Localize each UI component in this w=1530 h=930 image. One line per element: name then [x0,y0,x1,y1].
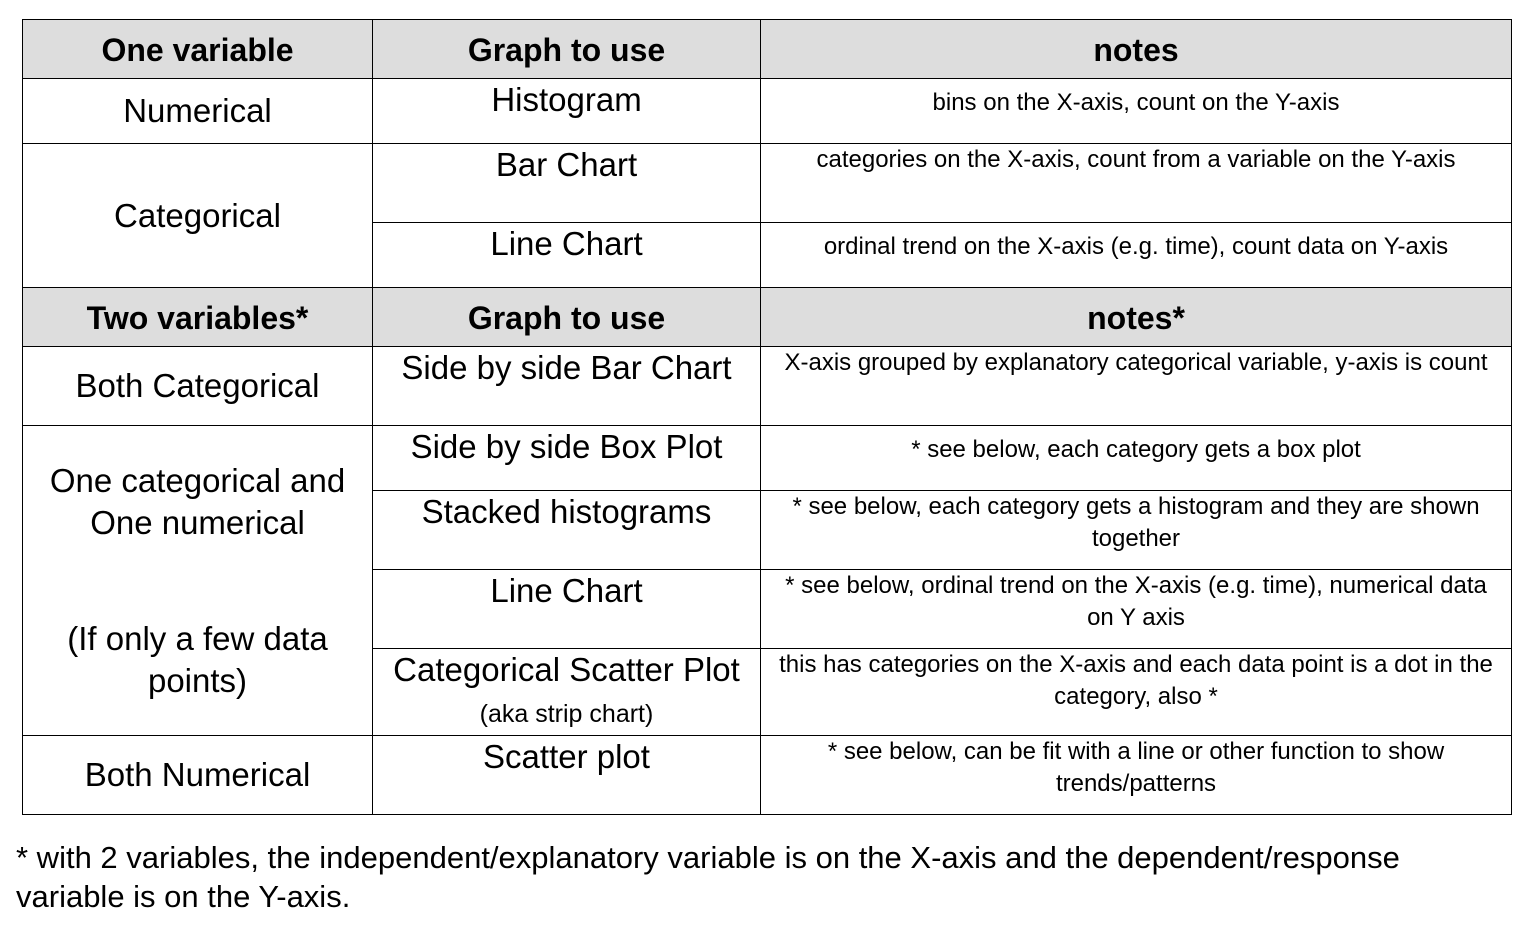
graph-name-mixed-line-chart: Line Chart [372,569,761,649]
notes-bar-chart: categories on the X-axis, count from a v… [760,143,1512,223]
header-cell-variable: One variable [22,19,373,79]
table-row-categorical-bar: Categorical Bar Chart categories on the … [22,143,1512,288]
graph-name-strip-chart: Categorical Scatter Plot (aka strip char… [372,648,761,736]
header-cell-variables: Two variables* [22,287,373,347]
mixed-label-spacer [31,544,364,618]
strip-chart-aside: (aka strip chart) [479,700,654,728]
table-row-strip-chart: Categorical Scatter Plot (aka strip char… [23,648,1512,736]
header-cell-graph-two: Graph to use [372,287,761,347]
notes-strip-chart: this has categories on the X-axis and ea… [760,648,1512,736]
variable-label-both-numerical: Both Numerical [22,735,373,815]
notes-box-plot: * see below, each category gets a box pl… [760,425,1512,491]
mixed-label-sub: (If only a few data points) [67,619,328,699]
graph-name-histogram: Histogram [372,78,761,144]
graph-name-box-plot: Side by side Box Plot [372,425,761,491]
variable-label-mixed: One categorical and One numerical (If on… [22,425,373,736]
header-cell-notes: notes [760,19,1512,79]
table-row-mixed-line-chart: Line Chart * see below, ordinal trend on… [23,569,1512,649]
header-cell-graph: Graph to use [372,19,761,79]
graph-name-scatter-plot: Scatter plot [372,735,761,815]
table-row-numerical: Numerical Histogram bins on the X-axis, … [22,78,1512,144]
variable-label-numerical: Numerical [22,78,373,144]
graph-selection-table: One variable Graph to use notes Numerica… [22,19,1512,815]
notes-stacked-histograms: * see below, each category gets a histog… [760,490,1512,570]
header-row-two-variables: Two variables* Graph to use notes* [22,287,1512,347]
variable-label-categorical: Categorical [22,143,373,288]
notes-histogram: bins on the X-axis, count on the Y-axis [760,78,1512,144]
graph-name-bar-chart: Bar Chart [372,143,761,223]
table-row-categorical-line: Line Chart ordinal trend on the X-axis (… [23,222,1512,288]
notes-mixed-line-chart: * see below, ordinal trend on the X-axis… [760,569,1512,649]
table-row-both-categorical: Both Categorical Side by side Bar Chart … [22,346,1512,426]
graph-name-side-by-side-bar: Side by side Bar Chart [372,346,761,426]
notes-side-by-side-bar: X-axis grouped by explanatory categorica… [760,346,1512,426]
header-row-one-variable: One variable Graph to use notes [22,19,1512,79]
footnote: * with 2 variables, the independent/expl… [16,840,1400,914]
graph-name-line-chart: Line Chart [372,222,761,288]
variable-label-both-categorical: Both Categorical [22,346,373,426]
mixed-label-main: One categorical and One numerical [49,461,346,541]
table-row-box-plot: One categorical and One numerical (If on… [22,425,1512,736]
strip-chart-title: Categorical Scatter Plot [393,651,740,688]
notes-line-chart: ordinal trend on the X-axis (e.g. time),… [760,222,1512,288]
table-row-both-numerical: Both Numerical Scatter plot * see below,… [22,735,1512,815]
header-cell-notes-two: notes* [760,287,1512,347]
notes-scatter-plot: * see below, can be fit with a line or o… [760,735,1512,815]
graph-name-stacked-histograms: Stacked histograms [372,490,761,570]
